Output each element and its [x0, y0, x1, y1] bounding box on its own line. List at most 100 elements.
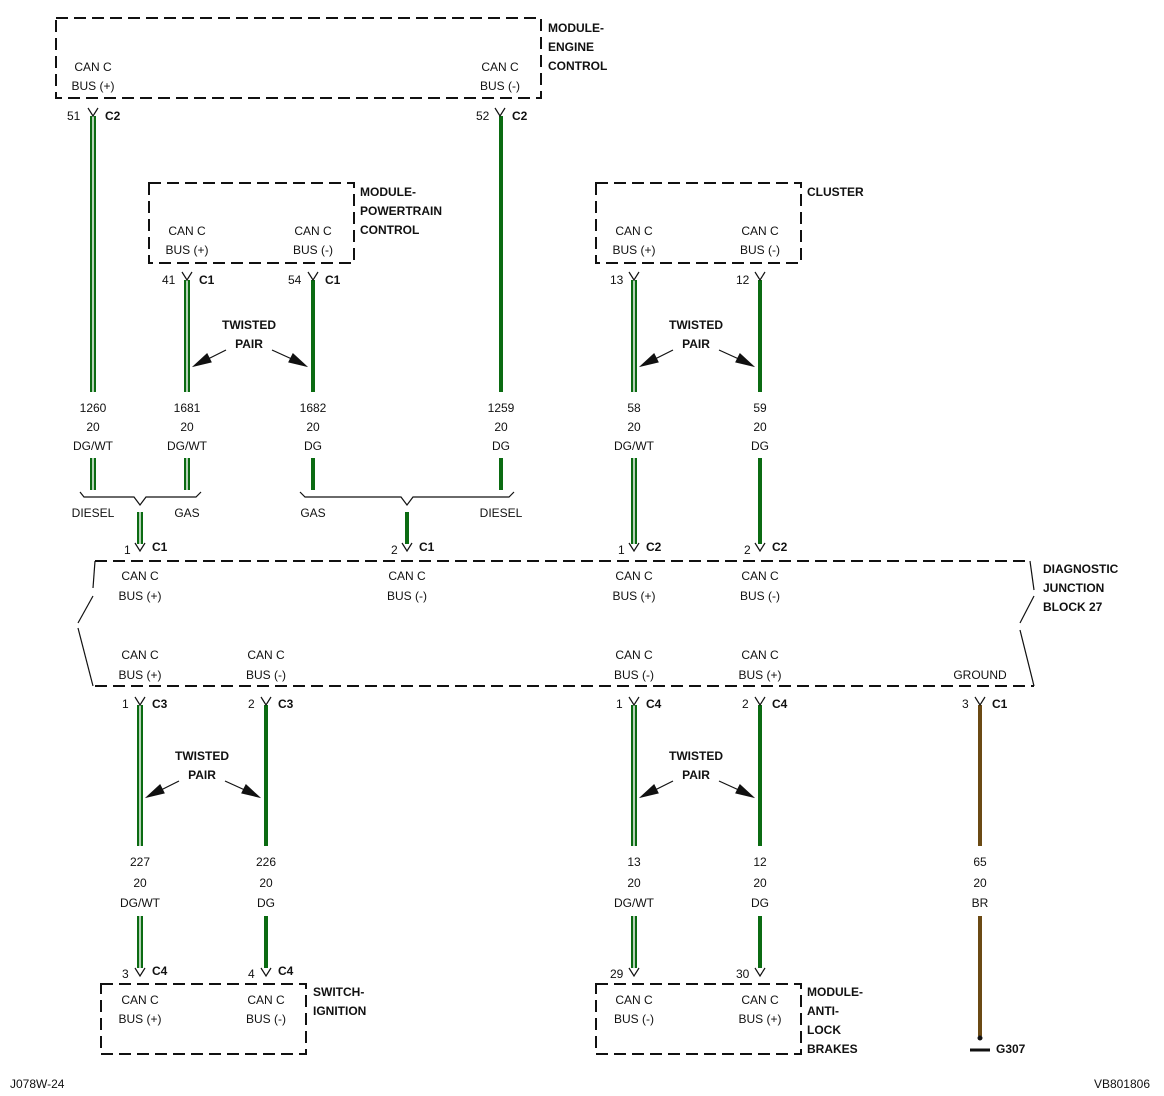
- circuit-gauge: 20: [133, 876, 147, 890]
- pcm-pin-label: BUS (-): [293, 243, 333, 257]
- circuit-number: 1259: [488, 401, 515, 415]
- connector-id: C1: [992, 697, 1008, 711]
- pin-number: 52: [476, 109, 490, 123]
- djb-bottom-pin-label: BUS (-): [246, 668, 286, 682]
- pcm-pin-label: BUS (+): [165, 243, 208, 257]
- powertrain-module-name-1: MODULE-: [360, 185, 416, 199]
- pin-number: 54: [288, 273, 302, 287]
- circuit-gauge: 20: [494, 420, 508, 434]
- pin-number: 1: [124, 543, 131, 557]
- connector-id: C1: [325, 273, 341, 287]
- djb-bottom-pin-label: BUS (+): [738, 668, 781, 682]
- djb-bottom-pin-label: CAN C: [615, 648, 653, 662]
- djb-name-2: JUNCTION: [1043, 581, 1104, 595]
- twisted-pair-label: PAIR: [235, 337, 263, 351]
- pin-number: 51: [67, 109, 81, 123]
- twisted-pair-label: TWISTED: [222, 318, 276, 332]
- engine-module-name-2: ENGINE: [548, 40, 594, 54]
- switch-ignition-name-2: IGNITION: [313, 1004, 366, 1018]
- circuit-gauge: 20: [180, 420, 194, 434]
- pin-number: 1: [616, 697, 623, 711]
- connector-id: C1: [152, 540, 168, 554]
- pin-number: 29: [610, 967, 624, 981]
- djb-top-pin-label: BUS (-): [387, 589, 427, 603]
- circuit-color: DG: [751, 439, 769, 453]
- circuit-gauge: 20: [627, 420, 641, 434]
- cluster-pin-label: BUS (-): [740, 243, 780, 257]
- djb-top-pin-label: CAN C: [121, 569, 159, 583]
- cluster-pin-label: CAN C: [615, 224, 653, 238]
- connector-id: C4: [152, 964, 168, 978]
- djb-ground-label: GROUND: [953, 668, 1007, 682]
- circuit-color: DG: [751, 896, 769, 910]
- switch-pin-label: BUS (-): [246, 1012, 286, 1026]
- pin-number: 30: [736, 967, 750, 981]
- abs-pin-label: CAN C: [615, 993, 653, 1007]
- djb-bottom-pin-label: BUS (+): [118, 668, 161, 682]
- djb-bottom-pin-label: CAN C: [121, 648, 159, 662]
- djb-bottom-pin-label: CAN C: [741, 648, 779, 662]
- circuit-number: 65: [973, 855, 987, 869]
- abs-pin-label: BUS (+): [738, 1012, 781, 1026]
- pin-number: 2: [744, 543, 751, 557]
- abs-module-name-2: ANTI-: [807, 1004, 839, 1018]
- twisted-pair-label: PAIR: [682, 337, 710, 351]
- twisted-pair-label: PAIR: [188, 768, 216, 782]
- diagram-code-left: J078W-24: [10, 1077, 65, 1091]
- pin-number: 3: [122, 967, 129, 981]
- connector-symbols: [87, 107, 986, 978]
- circuit-number: 227: [130, 855, 150, 869]
- djb-top-pin-label: BUS (+): [118, 589, 161, 603]
- circuit-color: DG/WT: [167, 439, 208, 453]
- djb-top-pin-label: CAN C: [615, 569, 653, 583]
- djb-top-pin-label: BUS (+): [612, 589, 655, 603]
- circuit-number: 1260: [80, 401, 107, 415]
- circuit-number: 59: [753, 401, 767, 415]
- cluster-pin-label: CAN C: [741, 224, 779, 238]
- splice-label-gas: GAS: [300, 506, 325, 520]
- circuit-color: DG/WT: [120, 896, 161, 910]
- twisted-pair-label: PAIR: [682, 768, 710, 782]
- splice-label-diesel: DIESEL: [72, 506, 115, 520]
- connector-id: C4: [772, 697, 788, 711]
- circuit-color: DG: [257, 896, 275, 910]
- ground-location-label: G307: [996, 1042, 1026, 1056]
- diagram-code-right: VB801806: [1094, 1077, 1150, 1091]
- pin-number: 1: [122, 697, 129, 711]
- twisted-pair-label: TWISTED: [669, 318, 723, 332]
- abs-module-name-1: MODULE-: [807, 985, 863, 999]
- pin-number: 4: [248, 967, 255, 981]
- pcm-pin-label: CAN C: [168, 224, 206, 238]
- cluster-module-box: [595, 182, 802, 264]
- circuit-gauge: 20: [753, 876, 767, 890]
- circuit-number: 1681: [174, 401, 201, 415]
- pin-number: 2: [248, 697, 255, 711]
- connector-id: C1: [419, 540, 435, 554]
- connector-id: C3: [278, 697, 294, 711]
- connector-id: C4: [278, 964, 294, 978]
- circuit-color: DG: [492, 439, 510, 453]
- connector-id: C2: [512, 109, 528, 123]
- pin-number: 1: [618, 543, 625, 557]
- powertrain-module-name-2: POWERTRAIN: [360, 204, 442, 218]
- connector-id: C3: [152, 697, 168, 711]
- engine-module-name-1: MODULE-: [548, 21, 604, 35]
- djb-name-1: DIAGNOSTIC: [1043, 562, 1119, 576]
- splice-braces: [79, 491, 515, 506]
- diagnostic-junction-block-outline: [77, 560, 1035, 687]
- pin-number: 2: [742, 697, 749, 711]
- cluster-module-name: CLUSTER: [807, 185, 864, 199]
- ecm-pin-label: BUS (+): [71, 79, 114, 93]
- cluster-pin-label: BUS (+): [612, 243, 655, 257]
- abs-module-box: [595, 983, 802, 1055]
- powertrain-module-name-3: CONTROL: [360, 223, 419, 237]
- djb-top-pin-label: CAN C: [388, 569, 426, 583]
- circuit-gauge: 20: [627, 876, 641, 890]
- ground-symbol: [970, 1035, 990, 1052]
- abs-pin-label: CAN C: [741, 993, 779, 1007]
- switch-pin-label: CAN C: [247, 993, 285, 1007]
- pin-number: 13: [610, 273, 624, 287]
- circuit-gauge: 20: [753, 420, 767, 434]
- connector-id: C2: [772, 540, 788, 554]
